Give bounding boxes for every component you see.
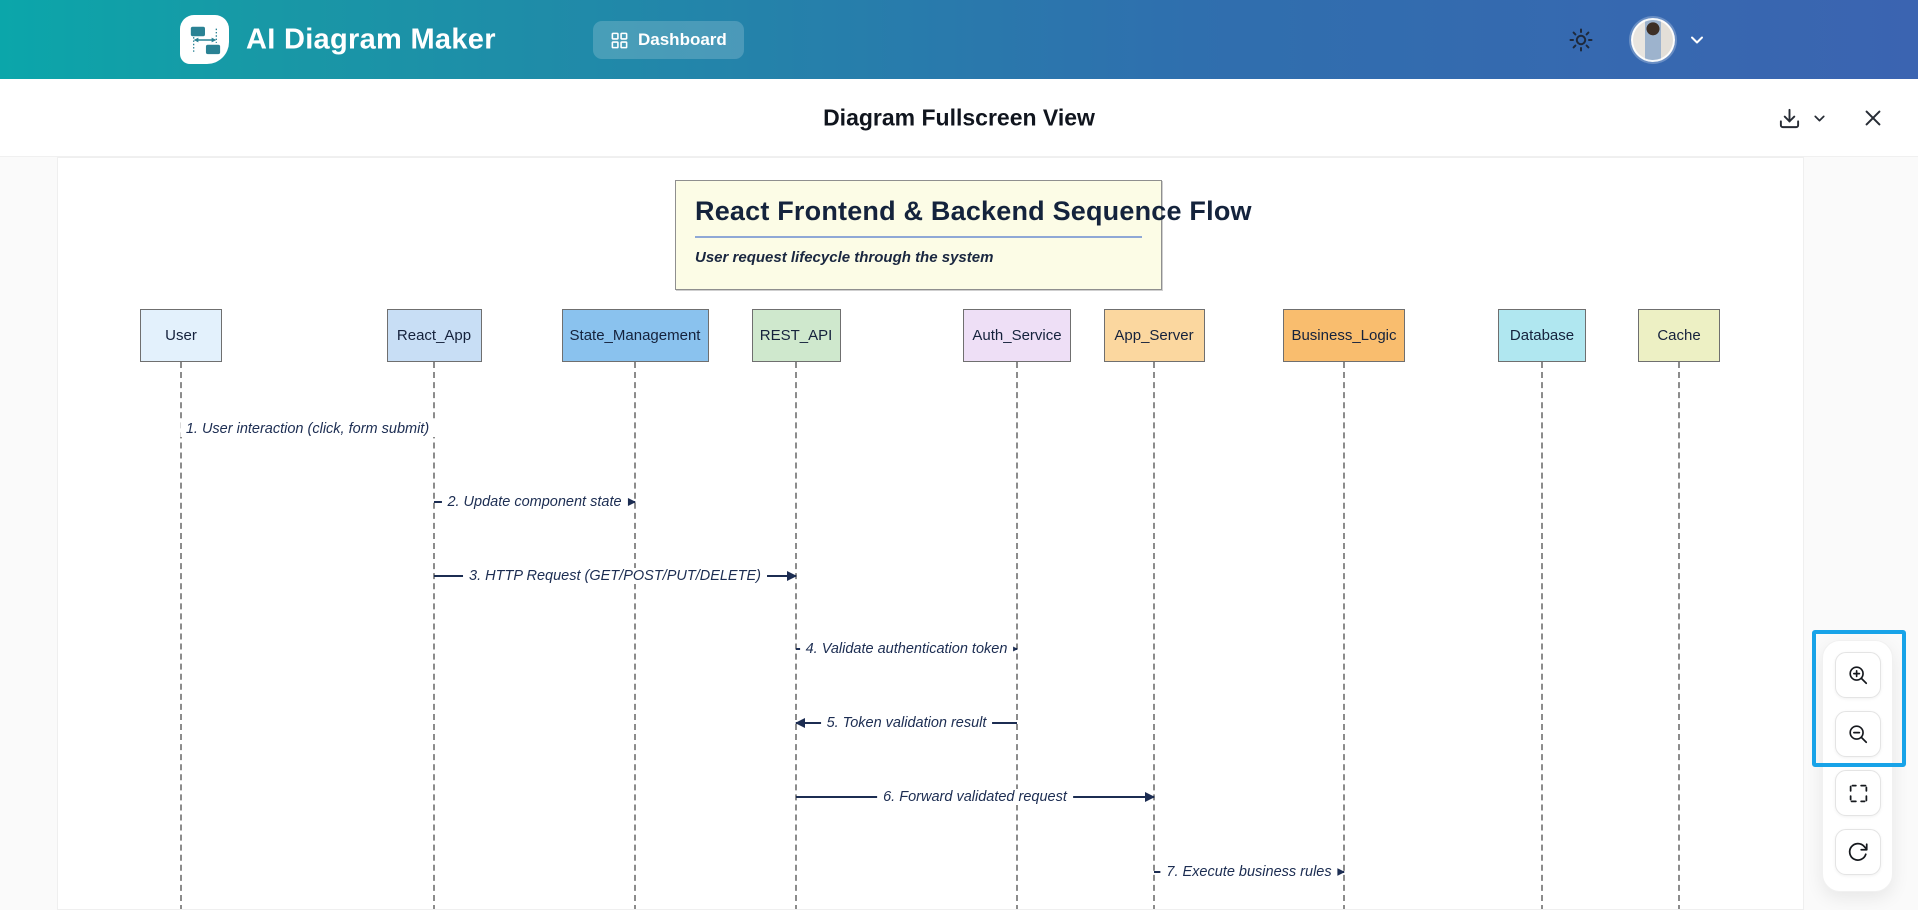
lifeline-Business_Logic [1343, 362, 1345, 909]
title-divider [695, 236, 1142, 238]
chevron-down-icon [1687, 30, 1707, 50]
close-button[interactable] [1862, 107, 1884, 129]
download-button[interactable] [1778, 107, 1801, 130]
participant-Database: Database [1498, 309, 1586, 362]
navbar-right [1569, 0, 1707, 79]
diagram-subtitle: User request lifecycle through the syste… [695, 249, 994, 266]
lifeline-Database [1541, 362, 1543, 909]
diagram-title-box: React Frontend & Backend Sequence Flow U… [675, 180, 1252, 290]
arrowhead-icon [795, 718, 805, 728]
participant-Auth_Service: Auth_Service [963, 309, 1071, 362]
zoom-in-icon [1847, 664, 1869, 686]
theme-toggle-button[interactable] [1569, 28, 1593, 52]
lifeline-State_Management [634, 362, 636, 909]
fullscreen-icon [1848, 783, 1869, 804]
message-label: 2. Update component state [441, 494, 628, 510]
sun-icon [1569, 28, 1593, 52]
message-label: 5. Token validation result [820, 715, 993, 731]
close-icon [1862, 107, 1884, 129]
arrowhead-icon [1145, 792, 1155, 802]
app-logo[interactable] [180, 15, 229, 64]
dashboard-button-label: Dashboard [638, 30, 727, 49]
download-icon [1778, 107, 1801, 130]
fullscreen-header: Diagram Fullscreen View [0, 79, 1918, 157]
grid-icon [610, 31, 629, 50]
lifeline-App_Server [1153, 362, 1155, 909]
diagram-title: React Frontend & Backend Sequence Flow [695, 196, 1252, 226]
message-label: 4. Validate authentication token [799, 641, 1014, 657]
download-options-chevron[interactable] [1811, 110, 1828, 127]
diagram-flow-icon [188, 23, 222, 57]
zoom-out-button[interactable] [1835, 711, 1881, 757]
chevron-down-icon [1811, 110, 1828, 127]
arrowhead-icon [626, 497, 636, 507]
message-label: 1. User interaction (click, form submit) [179, 421, 436, 437]
participant-REST_API: REST_API [751, 309, 841, 362]
user-menu-chevron[interactable] [1687, 30, 1707, 50]
page-title: Diagram Fullscreen View [823, 104, 1095, 130]
fullscreen-button[interactable] [1835, 770, 1881, 816]
participant-App_Server: App_Server [1103, 309, 1205, 362]
refresh-button[interactable] [1835, 829, 1881, 875]
participant-State_Management: State_Management [561, 309, 709, 362]
header-actions [1778, 79, 1884, 157]
participant-Cache: Cache [1638, 309, 1720, 362]
diagram-canvas[interactable]: React Frontend & Backend Sequence Flow U… [57, 157, 1804, 910]
participant-User: User [140, 309, 222, 362]
arrowhead-icon [1335, 867, 1345, 877]
refresh-icon [1847, 841, 1869, 863]
lifeline-React_App [433, 362, 435, 909]
navbar: AI Diagram Maker Dashboard [0, 0, 1918, 79]
lifeline-Cache [1678, 362, 1680, 909]
zoom-out-icon [1847, 723, 1869, 745]
lifeline-Auth_Service [1016, 362, 1018, 909]
arrowhead-icon [787, 571, 797, 581]
message-label: 3. HTTP Request (GET/POST/PUT/DELETE) [463, 568, 767, 584]
participant-React_App: React_App [386, 309, 482, 362]
message-label: 7. Execute business rules [1160, 864, 1338, 880]
lifeline-User [180, 362, 182, 909]
participant-Business_Logic: Business_Logic [1283, 309, 1405, 362]
message-label: 6. Forward validated request [877, 789, 1073, 805]
lifeline-REST_API [795, 362, 797, 909]
avatar[interactable] [1631, 17, 1675, 62]
brand-title: AI Diagram Maker [246, 23, 496, 55]
zoom-in-button[interactable] [1835, 652, 1881, 698]
dashboard-button[interactable]: Dashboard [593, 21, 744, 59]
